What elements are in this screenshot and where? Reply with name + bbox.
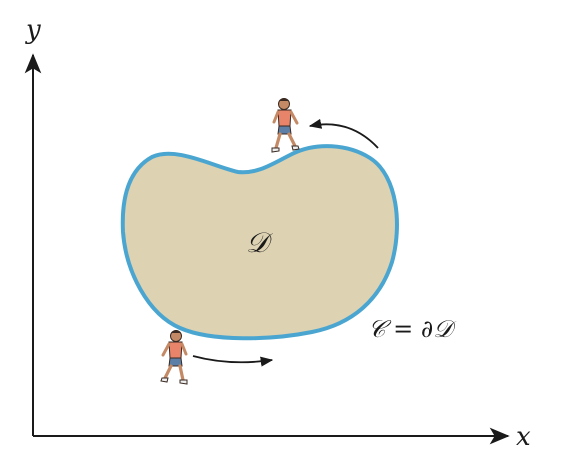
region-d bbox=[120, 144, 399, 341]
y-axis-label: y bbox=[25, 15, 41, 45]
direction-arrow-bottom bbox=[192, 355, 274, 367]
x-axis-label: x bbox=[516, 422, 531, 450]
walking-person-icon bbox=[160, 330, 188, 385]
boundary-label: 𝒞 = ∂𝒟 bbox=[368, 315, 457, 343]
axes: y x bbox=[24, 15, 531, 450]
direction-arrow-top bbox=[308, 118, 379, 149]
walking-person-icon bbox=[271, 98, 300, 153]
